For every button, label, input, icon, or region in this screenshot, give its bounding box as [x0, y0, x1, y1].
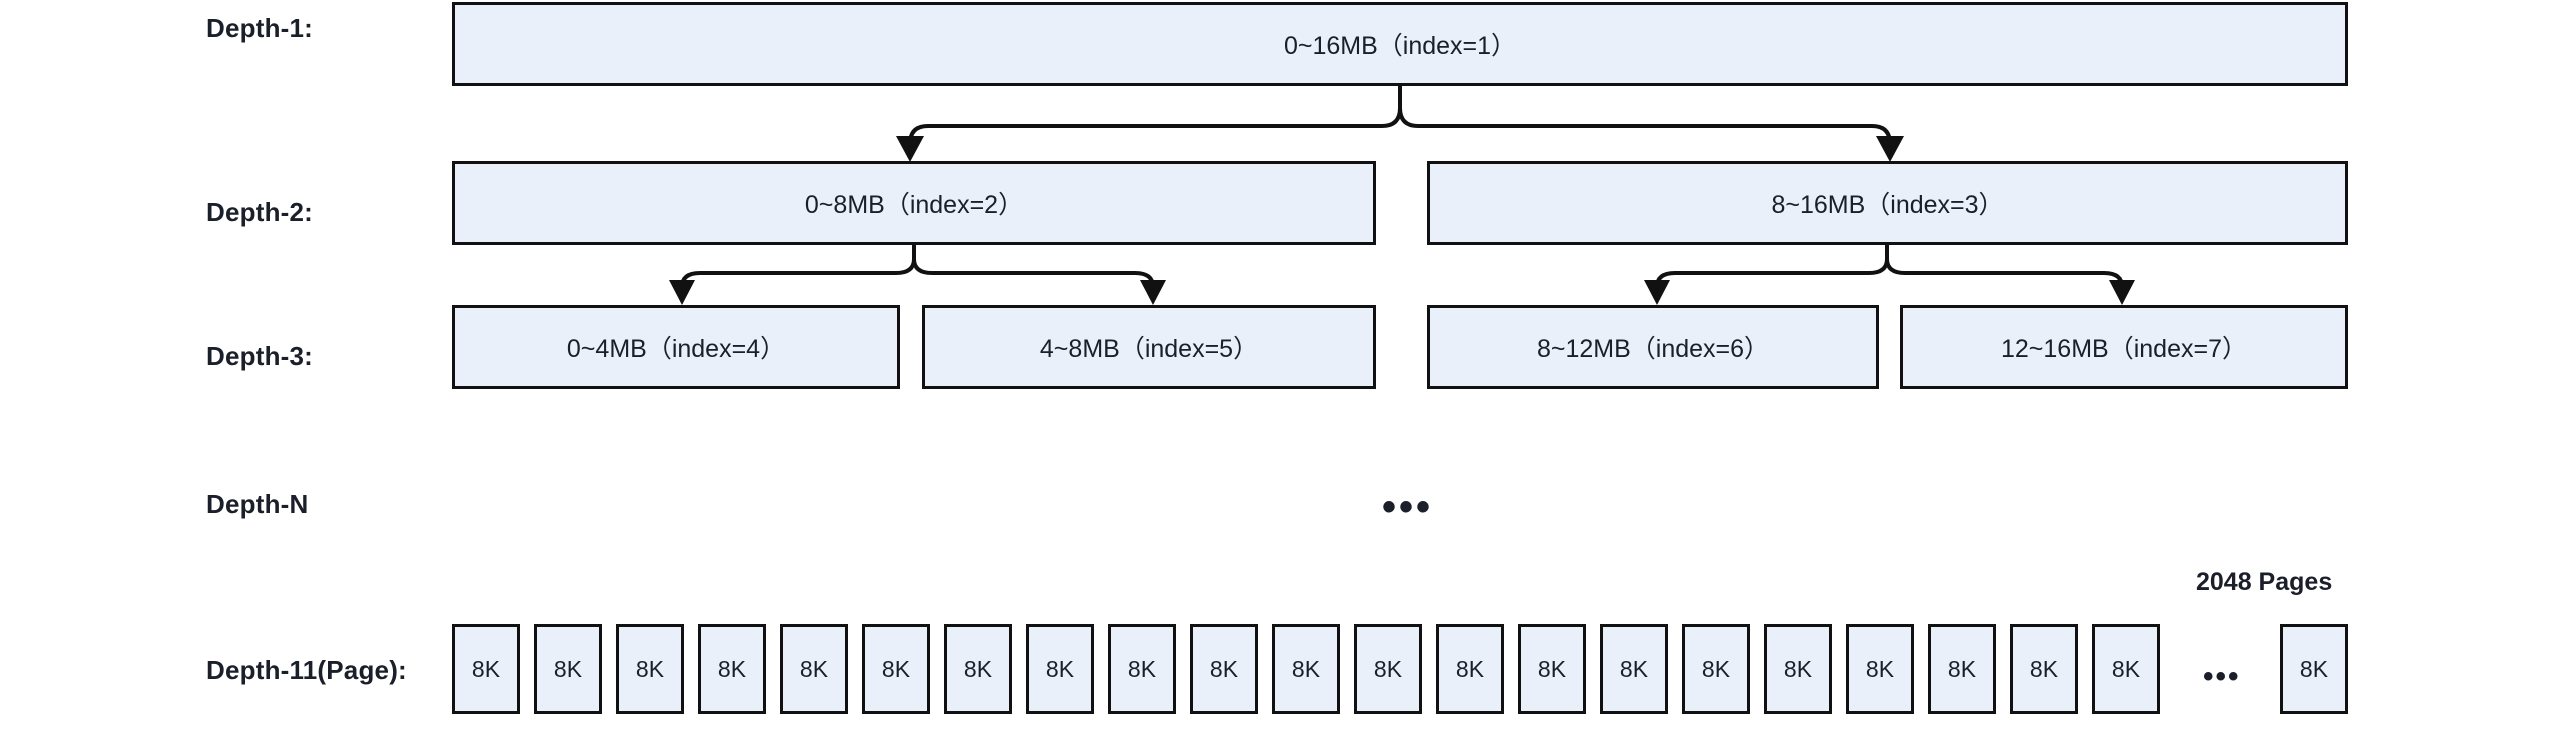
node-depth3-2[interactable]: 8~12MB（index=6）: [1427, 305, 1879, 389]
page-cell[interactable]: 8K: [780, 624, 848, 714]
page-cell[interactable]: 8K: [1764, 624, 1832, 714]
page-cell[interactable]: 8K: [944, 624, 1012, 714]
node-depth1-0[interactable]: 0~16MB（index=1）: [452, 2, 2348, 86]
page-cell[interactable]: 8K: [1108, 624, 1176, 714]
row-label-depth-2: Depth-2:: [206, 197, 314, 227]
page-cell[interactable]: 8K: [1272, 624, 1340, 714]
row-label-depth-11: Depth-11(Page):: [206, 655, 407, 685]
page-cell[interactable]: 8K: [1436, 624, 1504, 714]
page-cell[interactable]: 8K: [616, 624, 684, 714]
page-cell[interactable]: 8K: [1518, 624, 1586, 714]
page-cell[interactable]: 8K: [862, 624, 930, 714]
page-cell-last[interactable]: 8K: [2280, 624, 2348, 714]
connector-depth2-to-depth3-left: [669, 245, 1166, 305]
connector-depth1-to-depth2: [896, 86, 1904, 162]
depth-n-ellipsis: •••: [1382, 485, 1434, 529]
node-depth2-0[interactable]: 0~8MB（index=2）: [452, 161, 1376, 245]
node-depth2-1[interactable]: 8~16MB（index=3）: [1427, 161, 2348, 245]
page-cell[interactable]: 8K: [452, 624, 520, 714]
row-label-depth-3: Depth-3:: [206, 341, 314, 371]
page-cell[interactable]: 8K: [1600, 624, 1668, 714]
row-label-depth-n: Depth-N: [206, 489, 309, 519]
page-cell[interactable]: 8K: [1026, 624, 1094, 714]
page-cell[interactable]: 8K: [1354, 624, 1422, 714]
page-cell[interactable]: 8K: [698, 624, 766, 714]
page-cell[interactable]: 8K: [2092, 624, 2160, 714]
page-cell[interactable]: 8K: [1928, 624, 1996, 714]
page-cell[interactable]: 8K: [534, 624, 602, 714]
page-cell[interactable]: 8K: [1682, 624, 1750, 714]
node-depth3-3[interactable]: 12~16MB（index=7）: [1900, 305, 2348, 389]
page-cell[interactable]: 8K: [2010, 624, 2078, 714]
page-cell[interactable]: 8K: [1190, 624, 1258, 714]
page-row-ellipsis: •••: [2203, 660, 2241, 693]
connector-depth2-to-depth3-right: [1644, 245, 2135, 305]
page-cell[interactable]: 8K: [1846, 624, 1914, 714]
row-label-depth-1: Depth-1:: [206, 13, 314, 43]
node-depth3-0[interactable]: 0~4MB（index=4）: [452, 305, 900, 389]
node-depth3-1[interactable]: 4~8MB（index=5）: [922, 305, 1376, 389]
pages-count-caption: 2048 Pages: [2196, 568, 2333, 596]
